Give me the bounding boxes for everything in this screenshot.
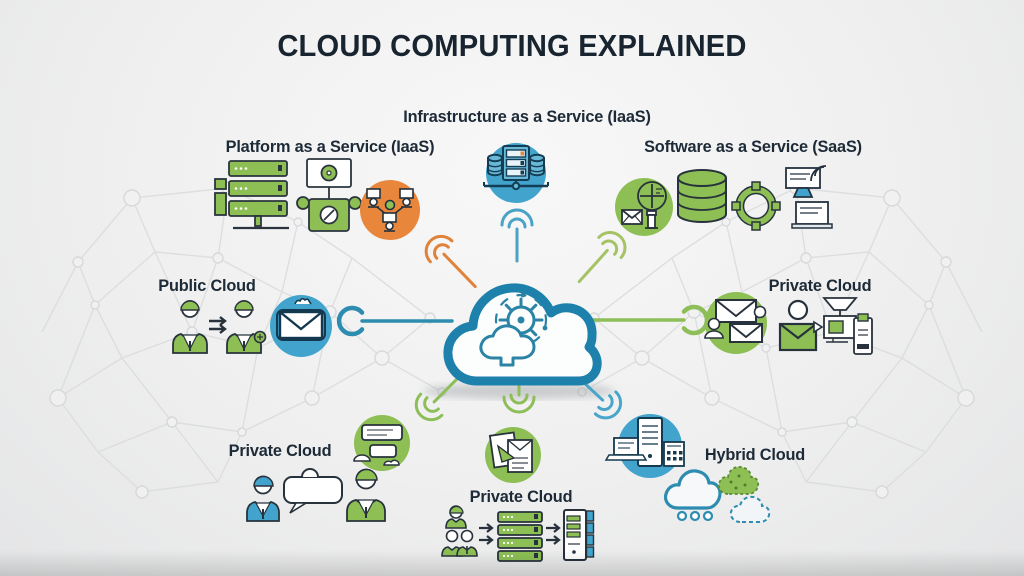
section-label-private-cloud-right: Private Cloud (768, 276, 872, 295)
integration-ring-icon (731, 181, 781, 231)
flow-arrows-icon (546, 523, 561, 545)
server-stack-icon (214, 160, 289, 230)
saas-icons (615, 165, 833, 236)
database-cylinder-icon (677, 169, 727, 223)
section-label-saas: Software as a Service (SaaS) (644, 137, 862, 156)
page-title: CLOUD COMPUTING EXPLAINED (277, 28, 747, 63)
arrow-top-right (577, 230, 627, 284)
arrow-top (500, 208, 534, 263)
documents-circle-icon (485, 427, 541, 483)
green-fuzzy-cloud-icon (717, 465, 760, 495)
public-cloud-icons (172, 295, 332, 357)
server-rack-icon (483, 145, 549, 191)
cloud-dots (676, 510, 714, 522)
user-green-icon (346, 468, 386, 522)
flow-arrows-icon (479, 523, 494, 545)
connected-devices-icon (785, 165, 833, 229)
user-icon (226, 300, 267, 354)
section-label-public-cloud: Public Cloud (158, 276, 256, 295)
speech-bubble-icon (283, 468, 343, 514)
network-workstations-icon (360, 180, 420, 240)
private-cloud-bottom-left-icons (246, 415, 410, 522)
hybrid-cloud-icons (604, 414, 771, 523)
user-mail-icon (778, 299, 818, 352)
paas-icons (214, 158, 420, 240)
outlined-cloud-icon (663, 469, 722, 510)
section-label-private-cloud-bottom-left: Private Cloud (228, 441, 332, 460)
analytics-megaphone-icon (615, 178, 673, 236)
central-cloud-icon (443, 283, 602, 386)
shared-mail-circle-icon (704, 292, 767, 354)
blade-server-icon (563, 509, 595, 561)
video-call-devices-icon (813, 297, 873, 355)
arrow-top-left (424, 234, 477, 289)
section-label-paas: Platform as a Service (IaaS) (225, 137, 435, 156)
bottom-left-green-circle (354, 415, 410, 471)
iaas-icons (483, 143, 549, 203)
arrow-right (588, 304, 710, 336)
section-label-private-cloud-bottom-center: Private Cloud (469, 487, 573, 506)
section-label-iaas: Infrastructure as a Service (IaaS) (403, 107, 651, 126)
private-cloud-bottom-center-icons (441, 427, 595, 562)
server-stack-icon (497, 511, 543, 562)
mail-circle-icon (270, 295, 332, 357)
user-blue-icon (246, 475, 280, 522)
transfer-arrow-icon (209, 316, 227, 334)
gear-cloud-glyph (479, 292, 548, 367)
chat-devices-circle-icon (353, 415, 410, 471)
user-icon (172, 300, 208, 354)
users-group-icon (441, 505, 478, 557)
arrow-left (336, 305, 454, 337)
section-label-hybrid-cloud: Hybrid Cloud (704, 445, 806, 464)
computers-circle-icon (604, 414, 685, 478)
private-cloud-right-icons (704, 292, 873, 355)
devops-monitor-icon (296, 158, 362, 232)
dotted-cloud-icon (729, 495, 771, 523)
